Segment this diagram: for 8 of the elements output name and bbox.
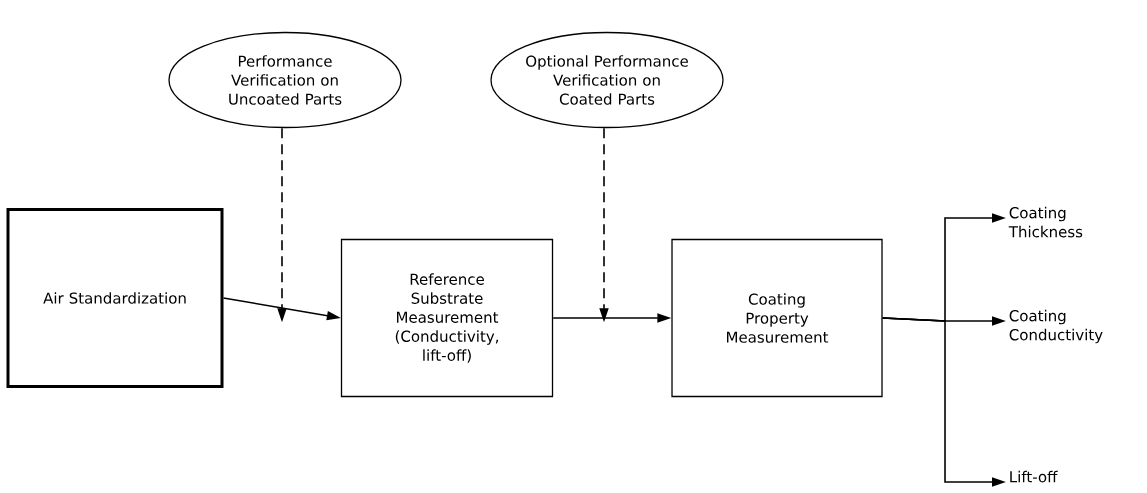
output-label: Coating Conductivity bbox=[1009, 309, 1103, 344]
output-label: Lift-off bbox=[1010, 470, 1058, 483]
process-box: Air Standardization bbox=[6, 208, 224, 388]
output-label: Coating Thickness bbox=[1008, 206, 1083, 238]
ellipse-node: Performance Verification on Uncoated Parts bbox=[168, 31, 402, 129]
ellipse-node: Optional Performance Verification on Coated Parts bbox=[490, 31, 724, 129]
process-box: Coating Property Measurement bbox=[671, 238, 883, 398]
process-box: Reference Substrate Measurement (Conductivity, lift-off) bbox=[340, 238, 554, 398]
